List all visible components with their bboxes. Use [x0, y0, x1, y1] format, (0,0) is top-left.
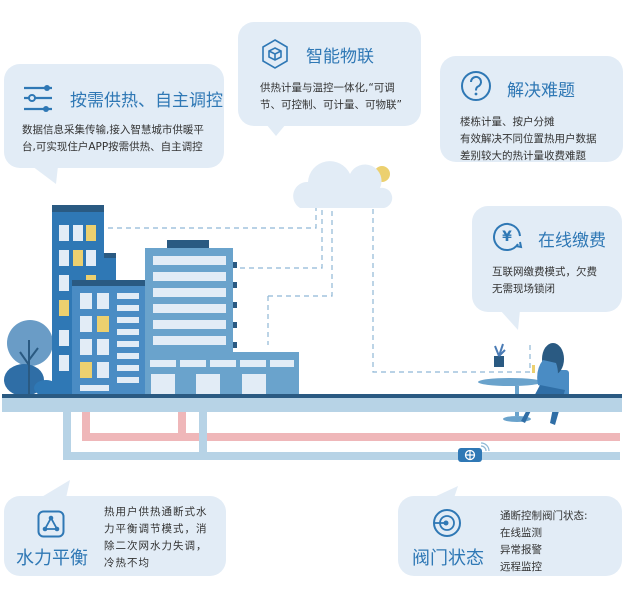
yuan-icon: ¥ [493, 223, 523, 251]
card-title: 阀门状态 [412, 548, 484, 569]
heating-pipes [63, 412, 620, 460]
card-text-line: 异常报警 [500, 544, 542, 556]
card-text-line: 节、可控制、可计量、可物联” [260, 99, 402, 111]
card-title: 解决难题 [507, 81, 575, 101]
triangle-nodes-icon [37, 510, 65, 538]
data-link-lines [108, 200, 531, 373]
card-title: 智能物联 [306, 47, 374, 67]
card-text-line: 供热计量与温控一体化,“可调 [260, 82, 395, 94]
card-text-line: 力平衡调节模式，消 [104, 523, 208, 535]
woman-with-phone [478, 343, 569, 425]
ground-strip [2, 398, 622, 412]
card-title: 在线缴费 [538, 231, 606, 251]
card-hydraulic-balance: 水力平衡 热用户供热通断式水 力平衡调节模式，消 除二次网水力失调， 冷热不均 [4, 480, 226, 576]
card-text-line: 无需现场锁闭 [492, 283, 555, 295]
card-text-line: 楼栋计量、按户分摊 [460, 116, 555, 128]
card-demand-heating: 按需供热、自主调控 数据信息采集传输,接入智慧城市供暖平 台,可实现住户APP按… [4, 64, 224, 184]
bubble-tail [500, 310, 520, 330]
cube-network-icon [262, 39, 288, 69]
card-title: 按需供热、自主调控 [70, 91, 223, 111]
card-valve-status: 阀门状态 通断控制阀门状态: 在线监测 异常报警 远程监控 [398, 486, 622, 576]
bubble-tail [32, 166, 58, 184]
bubble-tail [40, 480, 70, 498]
cloud-icon [293, 161, 393, 208]
tree [4, 320, 58, 396]
card-text-line: 互联网缴费模式，欠费 [492, 266, 597, 278]
card-smart-iot: 智能物联 供热计量与温控一体化,“可调 节、可控制、可计量、可物联” [238, 22, 421, 136]
card-text-line: 冷热不均 [104, 557, 150, 569]
card-text-line: 通断控制阀门状态: [500, 510, 588, 522]
svg-text:¥: ¥ [502, 229, 512, 245]
card-title: 水力平衡 [16, 548, 88, 569]
card-online-payment: ¥ 在线缴费 互联网缴费模式，欠费 无需现场锁闭 [472, 206, 622, 330]
question-icon [461, 71, 491, 101]
card-text-line: 热用户供热通断式水 [104, 506, 208, 518]
office-building [145, 240, 299, 395]
middle-building [72, 280, 146, 395]
card-text-line: 有效解决不同位置热用户数据 [460, 133, 597, 145]
card-text-line: 在线监测 [500, 527, 542, 539]
card-text-line: 除二次网水力失调， [104, 540, 208, 552]
sliders-icon [24, 85, 52, 112]
ground-line [2, 394, 622, 398]
card-problem-solving: 解决难题 楼栋计量、按户分摊 有效解决不同位置热用户数据 差别较大的热计量收费难… [440, 56, 623, 162]
valve-sensor-icon [458, 442, 490, 462]
valve-icon [433, 509, 461, 537]
bubble-tail [432, 486, 458, 498]
card-text-line: 数据信息采集传输,接入智慧城市供暖平 [22, 124, 204, 136]
bubble-tail [266, 124, 286, 136]
card-text-line: 台,可实现住户APP按需供热、自主调控 [22, 141, 203, 153]
card-text-line: 远程监控 [500, 561, 542, 573]
card-text-line: 差别较大的热计量收费难题 [460, 150, 586, 162]
